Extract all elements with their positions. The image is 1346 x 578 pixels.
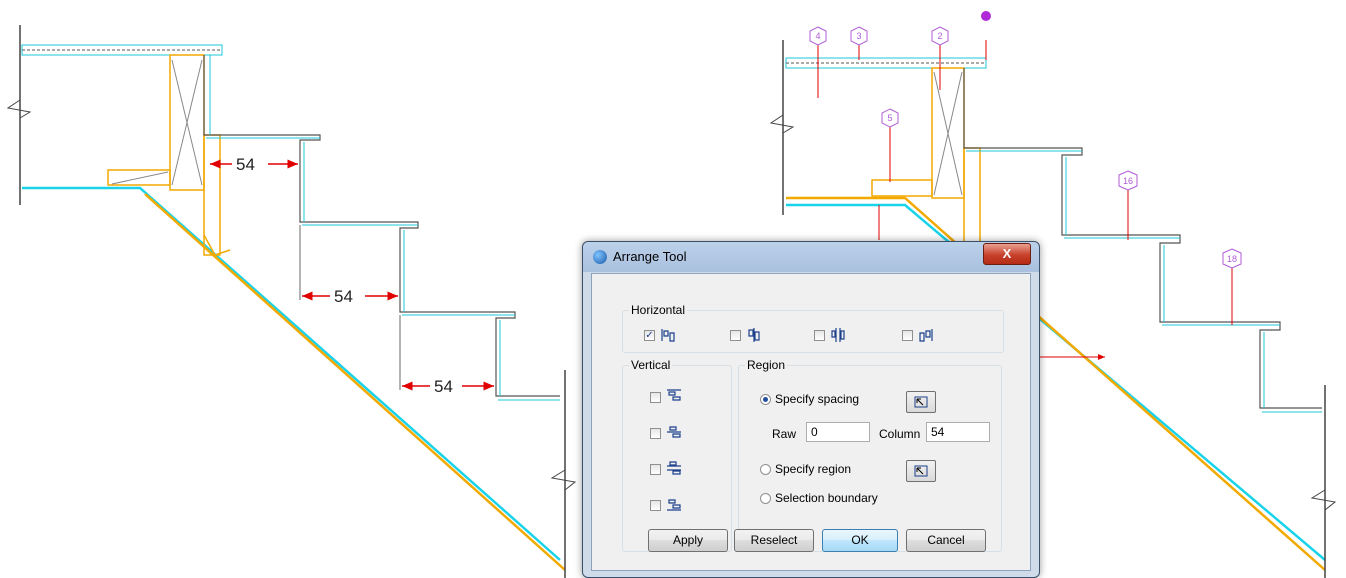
vertical-align-bottom-checkbox[interactable] [650,500,661,511]
specify-region-radio[interactable] [760,464,771,475]
callout-2: 2 [937,31,942,41]
ok-button[interactable]: OK [822,529,898,552]
raw-label: Raw [772,427,797,441]
align-distribute-icon [831,328,845,342]
right-stair-drawing [769,11,1337,578]
callout-18: 18 [1227,254,1237,264]
column-label: Column [879,427,921,441]
callout-3: 3 [856,31,861,41]
horizontal-align-right-checkbox[interactable] [902,330,913,341]
pick-cursor-icon [914,396,928,408]
align-top-icon [667,389,681,401]
vertical-align-middle-checkbox[interactable] [650,428,661,439]
horizontal-legend: Horizontal [631,303,686,317]
reselect-button[interactable]: Reselect [734,529,814,552]
vertical-align-top-checkbox[interactable] [650,392,661,403]
column-input[interactable] [926,422,990,442]
dimension-label-1: 54 [236,155,255,174]
dimension-label-2: 54 [334,287,353,306]
align-distribute-vertical-icon [667,461,681,475]
region-legend: Region [747,358,786,372]
specify-spacing-radio[interactable] [760,394,771,405]
arrange-tool-dialog: Arrange Tool X Horizontal ✓ Vertical [582,241,1040,578]
horizontal-group: Horizontal [622,303,1004,353]
horizontal-align-center-checkbox[interactable] [730,330,741,341]
align-right-icon [919,329,933,342]
pick-region-button[interactable] [906,460,936,482]
align-center-icon [748,328,760,342]
app-logo-icon [593,250,607,264]
apply-button[interactable]: Apply [648,529,728,552]
horizontal-align-left-checkbox[interactable]: ✓ [644,330,655,341]
callout-5: 5 [887,113,892,123]
pick-cursor-icon [914,465,928,477]
dimension-label-3: 54 [434,377,453,396]
dialog-title: Arrange Tool [613,249,687,264]
raw-input[interactable] [806,422,870,442]
left-stair-drawing [6,25,577,578]
specify-spacing-label: Specify spacing [775,392,860,406]
cancel-button[interactable]: Cancel [906,529,986,552]
dialog-body: Horizontal ✓ Vertical [591,273,1031,571]
dialog-titlebar[interactable]: Arrange Tool X [583,242,1039,272]
align-bottom-icon [667,499,681,511]
callout-4: 4 [815,31,820,41]
vertical-legend: Vertical [631,358,671,372]
align-middle-icon [667,426,681,438]
specify-region-label: Specify region [775,462,852,476]
selection-boundary-label: Selection boundary [775,491,878,505]
vertical-align-distribute-checkbox[interactable] [650,464,661,475]
callout-16: 16 [1123,176,1133,186]
selection-boundary-radio[interactable] [760,493,771,504]
pick-spacing-button[interactable] [906,391,936,413]
align-left-icon [661,329,675,342]
horizontal-align-distribute-checkbox[interactable] [814,330,825,341]
region-group: Region [738,358,1002,552]
close-button[interactable]: X [983,243,1031,265]
